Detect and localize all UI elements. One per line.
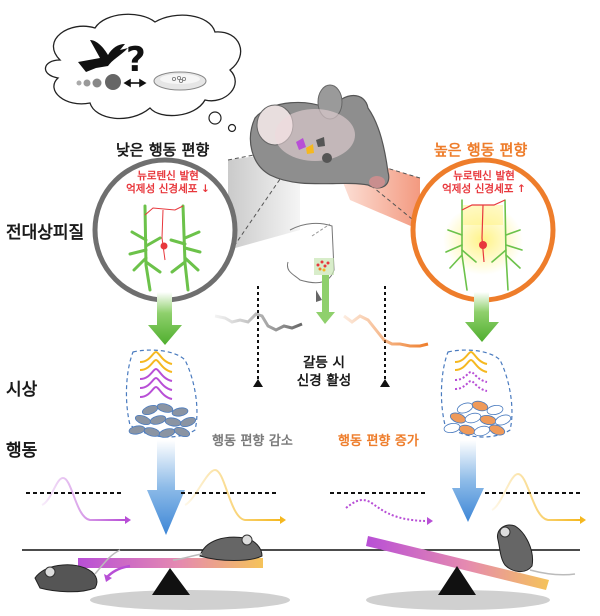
behavior-row-label: 행동 [6, 441, 38, 461]
right-seesaw [366, 536, 550, 610]
left-yellow-curve [184, 468, 280, 521]
size-circle-1 [76, 80, 82, 86]
eating-mouse [172, 534, 263, 561]
size-circle-3 [92, 78, 102, 88]
conflict-time-markers [253, 286, 390, 387]
size-circle-2 [83, 79, 91, 87]
thalamus-row-label: 시상 [6, 380, 38, 400]
left-seesaw [78, 558, 290, 610]
high-bias-title: 높은 행동 편향 [434, 141, 528, 159]
right-purple-dotted-curve [345, 499, 426, 522]
center-brain-slice [286, 222, 335, 324]
question-mark: ? [126, 40, 146, 80]
bias-decrease-label: 행동 편향 감소 [212, 434, 293, 449]
conflict-activity-line1: 갈등 시 [303, 355, 345, 371]
left-purple-curve [41, 476, 125, 521]
conflict-activity-note: 갈등 시 신경 활성 [284, 354, 364, 390]
right-yellow-curve [491, 472, 580, 521]
climbing-mouse [496, 524, 576, 576]
double-arrow-icon [123, 78, 147, 88]
high-neuron-note-line1: 뉴로텐신 발현 [453, 170, 515, 182]
low-bias-activity-trace [214, 312, 303, 332]
left-thalamus [125, 349, 198, 438]
high-neuron-note-line2: 억제성 신경세포 ↑ [442, 183, 526, 195]
left-blue-arrow [147, 440, 185, 535]
right-blue-arrow [452, 440, 484, 522]
high-neuron-note: 뉴로텐신 발현 억제성 신경세포 ↑ [434, 170, 534, 196]
low-neuron-note: 뉴로텐신 발현 억제성 신경세포 ↓ [118, 170, 218, 196]
low-neuron-note-line2: 억제성 신경세포 ↓ [126, 183, 210, 195]
left-green-arrow [148, 292, 182, 345]
thought-bubble: ? [44, 13, 242, 133]
cortex-row-label: 전대상피질 [6, 223, 85, 243]
bias-increase-label: 행동 편향 증가 [338, 434, 419, 449]
right-green-arrow [465, 292, 499, 342]
running-mouse [34, 549, 131, 593]
right-thalamus [440, 349, 513, 438]
high-bias-activity-trace [343, 314, 429, 348]
size-circle-4 [105, 74, 121, 90]
mouse-head-illustration [249, 84, 390, 189]
left-cortex-circle [92, 157, 238, 303]
predator-bird-icon [78, 40, 128, 72]
conflict-activity-line2: 신경 활성 [296, 373, 352, 389]
low-neuron-note-line1: 뉴로텐신 발현 [137, 170, 199, 182]
low-bias-title: 낮은 행동 편향 [116, 141, 210, 159]
